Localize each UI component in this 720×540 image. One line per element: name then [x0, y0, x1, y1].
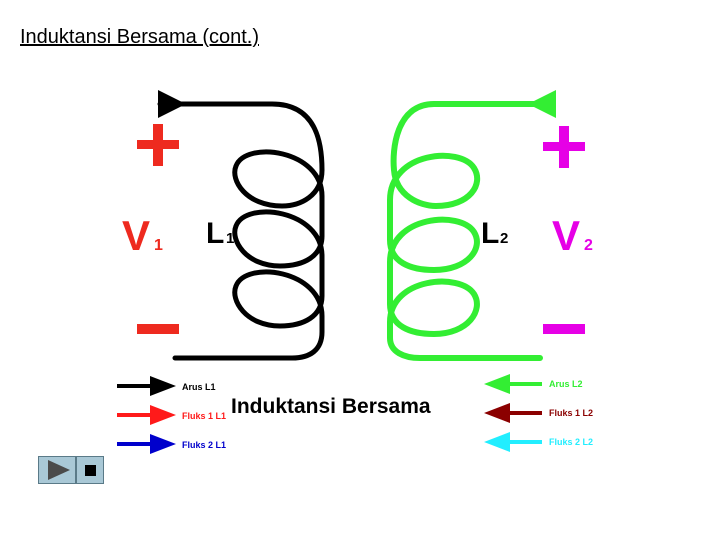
legend-label: Arus L1 — [182, 382, 216, 392]
coil-l2-arrow-head — [528, 90, 556, 118]
legend-item-arus-l1: Arus L1 — [117, 376, 216, 396]
coil-l1 — [157, 101, 325, 361]
legend-label: Fluks 2 L2 — [549, 437, 593, 447]
minus-sign-right — [543, 324, 585, 334]
voltage-v2-label: V — [552, 212, 580, 259]
legend-item-arus-l2: Arus L2 — [484, 374, 583, 394]
plus-sign-right — [543, 126, 585, 168]
legend-item-fluks1-l1: Fluks 1 L1 — [117, 405, 226, 425]
minus-sign-left — [137, 324, 179, 334]
legend-item-fluks2-l2: Fluks 2 L2 — [484, 432, 593, 452]
legend-label: Fluks 1 L1 — [182, 411, 226, 421]
legend-item-fluks2-l1: Fluks 2 L1 — [117, 434, 226, 454]
inductor-l2-label: L — [481, 217, 499, 250]
slide-title: Induktansi Bersama (cont.) — [20, 26, 259, 48]
play-icon[interactable] — [38, 456, 76, 484]
inductor-l2-subscript: 2 — [500, 230, 508, 247]
voltage-v1-subscript: 1 — [154, 237, 163, 254]
legend-item-fluks1-l2: Fluks 1 L2 — [484, 403, 593, 423]
voltage-v1-label: V — [122, 212, 150, 259]
stop-icon[interactable] — [76, 456, 104, 484]
diagram-caption: Induktansi Bersama — [231, 395, 431, 418]
coil-l1-arrow-head — [158, 90, 186, 118]
plus-sign-left — [137, 124, 179, 166]
voltage-v2-subscript: 2 — [584, 237, 593, 254]
coil-l2 — [387, 101, 543, 361]
legend-label: Fluks 1 L2 — [549, 408, 593, 418]
inductor-l1-subscript: 1 — [226, 230, 234, 247]
legend-left: Arus L1 Fluks 1 L1 Fluks 2 L1 — [117, 376, 226, 454]
legend-right: Arus L2 Fluks 1 L2 Fluks 2 L2 — [484, 374, 593, 452]
animation-controls — [38, 456, 104, 486]
legend-label: Arus L2 — [549, 379, 583, 389]
inductor-l1-label: L — [206, 217, 224, 250]
legend-label: Fluks 2 L1 — [182, 440, 226, 450]
